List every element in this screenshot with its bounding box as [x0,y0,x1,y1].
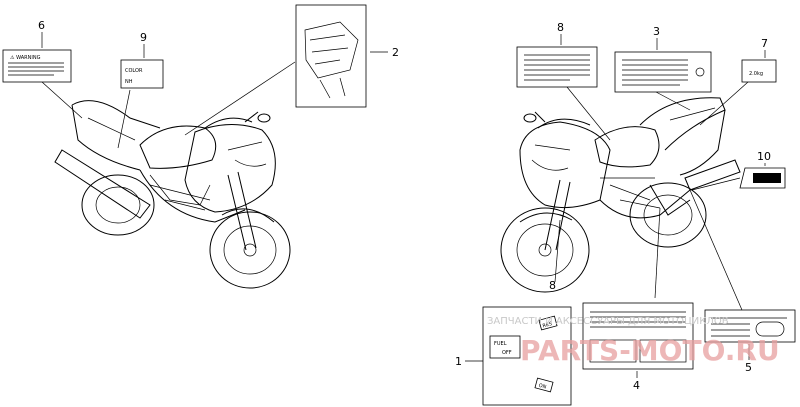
callout-numbers: 6 9 2 8 3 7 10 8 1 4 5 [38,19,771,392]
color-code: NH [125,79,133,85]
callout-1: 1 [455,355,462,368]
label-9-color: COLOR NH [120,59,164,89]
callout-2: 2 [392,46,399,59]
callout-10: 10 [757,150,771,163]
label-1-fuel-set: FUEL OFF RES ON [482,306,572,406]
leader-lines [41,61,749,311]
callout-5: 5 [745,361,752,374]
watermark: ЗАПЧАСТИ И АКСЕССУАРЫ ДЛЯ МОТОЦИКЛОВ PAR… [487,316,780,367]
fuel-res-label: RES [542,321,553,329]
left-motorcycle [54,100,291,289]
label-10-stripe [739,167,786,189]
right-motorcycle [500,97,741,293]
label-2 [295,4,367,108]
label-3 [614,51,712,93]
fuel-off-label: OFF [502,350,512,356]
watermark-brand: PARTS-MOTO.RU [520,334,780,367]
label-8 [516,46,598,88]
warning-text: ⚠ WARNING [10,55,41,61]
color-label: COLOR [125,68,143,74]
watermark-top-text: ЗАПЧАСТИ И АКСЕССУАРЫ ДЛЯ МОТОЦИКЛОВ [487,316,729,327]
callout-8: 8 [557,21,564,34]
callout-3: 3 [653,25,660,38]
callout-9: 9 [140,31,147,44]
pressure-text: 2.0kg [749,71,763,77]
callout-6: 6 [38,19,45,32]
fuel-on-label: ON [538,383,547,391]
callout-7: 7 [761,37,768,50]
callout-4: 4 [633,379,640,392]
callout-8-lower: 8 [549,279,556,292]
label-7-pressure: 2.0kg [741,59,777,83]
label-6-warning: ⚠ WARNING [2,49,72,83]
label-5 [704,309,796,343]
fuel-label: FUEL [494,341,507,347]
label-4 [582,302,694,370]
